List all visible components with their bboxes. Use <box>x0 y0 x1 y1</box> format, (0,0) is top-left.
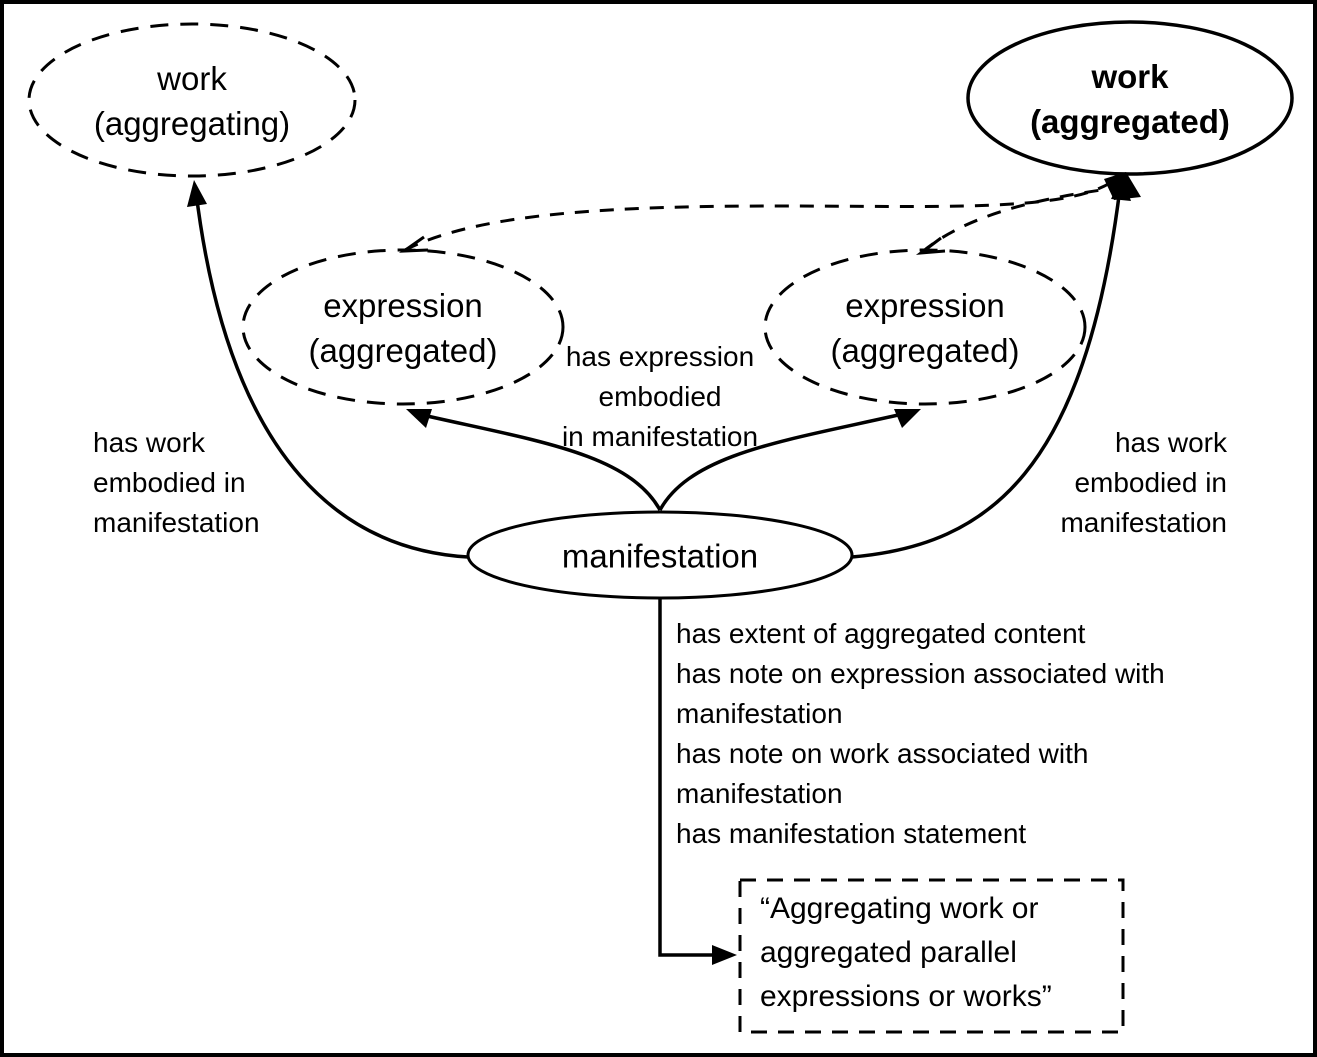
property-item: has extent of aggregated content <box>676 618 1086 649</box>
property-item: has note on work associated with manifes… <box>676 738 1089 809</box>
expression-right-label: expression (aggregated) <box>830 287 1020 369</box>
arrow-manifestation-to-note-box <box>658 598 724 957</box>
work-aggregated-label: work (aggregated) <box>1030 58 1230 140</box>
arrow-manifestation-to-work-aggregating <box>194 191 469 559</box>
manifestation-label: manifestation <box>561 537 759 575</box>
dashed-arrow-expression-right-to-work-aggregated <box>921 186 1117 254</box>
chevron-expression-right-icon <box>915 236 946 255</box>
note-box-text: “Aggregating work or aggregated parallel… <box>760 892 1052 1013</box>
work-aggregated-ellipse <box>966 20 1294 176</box>
arrowhead-work-aggregating-icon <box>187 180 207 207</box>
manifestation-property-list: has extent of aggregated content has not… <box>676 614 1236 854</box>
arrowhead-expression-left-icon <box>406 409 432 428</box>
arrowhead-note-box-icon <box>712 945 737 965</box>
arrow-manifestation-to-expression-right <box>658 411 908 511</box>
arrowhead-cluster-work-aggregated-icon <box>1104 172 1141 200</box>
note-box-rect <box>738 878 1125 1034</box>
dashed-arrow-expression-left-to-work-aggregated <box>404 181 1111 252</box>
arrowhead-expression-right-icon <box>894 409 921 428</box>
relationship-label-left: has work embodied in manifestation <box>93 427 260 538</box>
arrow-manifestation-to-expression-left <box>413 411 662 511</box>
relationship-label-center: has expression embodied in manifestation <box>561 341 759 452</box>
work-aggregating-label: work (aggregating) <box>93 60 291 142</box>
work-aggregating-ellipse <box>27 22 357 178</box>
property-item: has manifestation statement <box>676 818 1027 849</box>
arrow-manifestation-to-work-aggregated <box>851 187 1122 559</box>
property-item: has note on expression associated with m… <box>676 658 1165 729</box>
relationship-label-right: has work embodied in manifestation <box>1060 427 1227 538</box>
expression-left-label: expression (aggregated) <box>308 287 498 369</box>
chevron-expression-left-icon <box>398 235 429 253</box>
